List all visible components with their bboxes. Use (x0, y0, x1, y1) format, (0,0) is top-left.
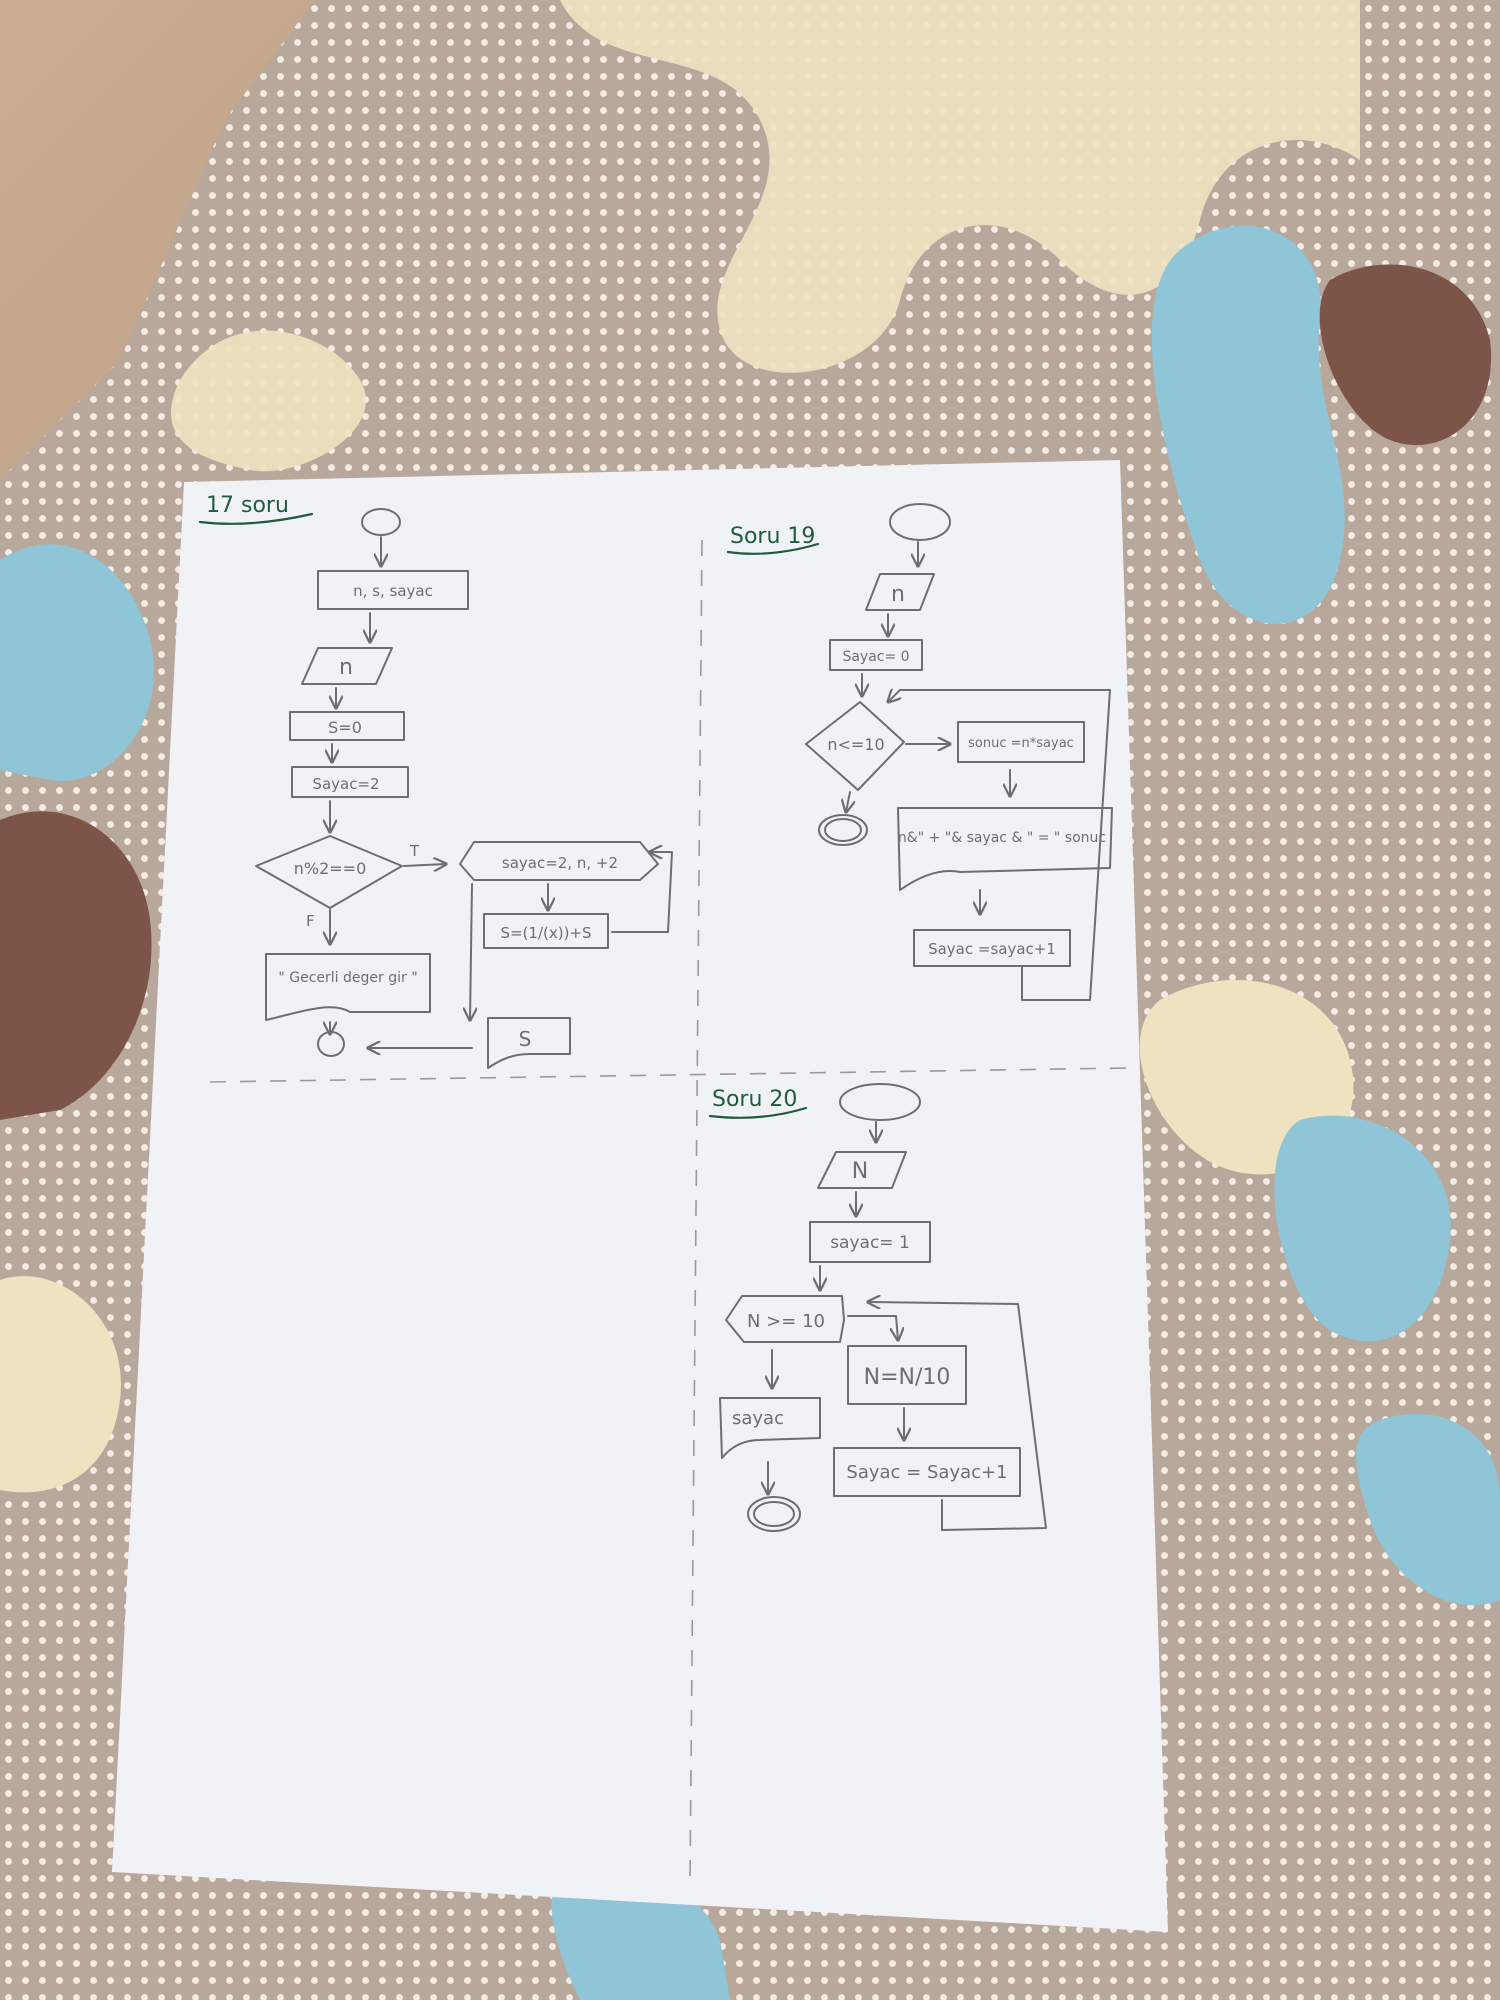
q19-init-box (829, 639, 923, 671)
q19-end-terminal-inner (824, 818, 862, 842)
q17-start-terminal (361, 508, 401, 536)
q20-increment-text: Sayac = Sayac+1 (846, 1462, 1007, 1483)
q17-loop-exit-arrow (470, 883, 472, 1020)
q20-end-terminal (747, 1496, 801, 1532)
q20-decision-hexagon (725, 1295, 845, 1343)
q17-output-text: S (519, 1027, 532, 1051)
q19-increment-text: Sayac =sayac+1 (928, 940, 1056, 958)
q17-init-s-text: S=0 (328, 718, 362, 737)
q17-false-label: F (306, 912, 315, 930)
q20-title: Soru 20 (712, 1087, 797, 1112)
q20-output-document (719, 1397, 821, 1459)
q20-start-terminal (839, 1083, 921, 1121)
q17-title: 17 soru (206, 493, 289, 518)
q17-vars-text: n, s, sayac (353, 582, 433, 600)
q17-init-s-box (289, 711, 405, 741)
q19-title: Soru 19 (730, 524, 815, 549)
q17-decision-diamond (255, 835, 403, 909)
q20-increment-box (833, 1447, 1021, 1497)
q17-loop-hexagon (459, 841, 659, 881)
q17-title-underline (198, 512, 314, 525)
q20-divide-box (847, 1345, 967, 1405)
vertical-divider (689, 539, 703, 1881)
q20-input-text: N (852, 1159, 868, 1184)
flowchart-q19: Soru 19 n Sayac= 0 n<=10 sonuc =n*sayac (726, 503, 1113, 1001)
q19-increment-box (913, 929, 1071, 967)
q17-true-label: T (409, 842, 420, 860)
q20-input-parallelogram (817, 1151, 907, 1189)
q19-decision-diamond (805, 701, 905, 791)
q20-decision-text: N >= 10 (747, 1311, 825, 1332)
flowchart-q20: Soru 20 N sayac= 1 N >= 10 N=N/10 Say (708, 1083, 1047, 1532)
q17-body-text: S=(1/(x))+S (500, 924, 591, 942)
q19-calc-box (957, 721, 1085, 763)
q19-decision-text: n<=10 (827, 735, 884, 754)
q17-init-sayac-box (291, 766, 409, 798)
q17-error-text: " Gecerli deger gir " (278, 970, 417, 986)
q17-init-sayac-text: Sayac=2 (312, 775, 379, 793)
q19-loop-back-arrow (888, 690, 1111, 1001)
q17-input-parallelogram (301, 647, 393, 685)
q17-loop-text: sayac=2, n, +2 (502, 854, 618, 872)
q19-output-document (897, 807, 1113, 891)
q20-init-text: sayac= 1 (830, 1233, 910, 1253)
q20-init-box (809, 1221, 931, 1263)
q19-calc-text: sonuc =n*sayac (968, 736, 1074, 751)
q20-output-text: sayac (732, 1408, 784, 1429)
q20-divide-text: N=N/10 (864, 1365, 951, 1390)
q17-input-text: n (339, 655, 353, 680)
q20-loop-back-arrow (868, 1302, 1047, 1531)
flowchart-q17: 17 soru n, s, sayac n S=0 Sayac=2 n%2==0 (198, 493, 673, 1069)
q17-output-document (487, 1017, 571, 1069)
q17-decision-text: n%2==0 (294, 859, 367, 878)
q19-title-underline (726, 542, 820, 555)
q17-end-terminal (317, 1031, 345, 1057)
q17-body-box (483, 913, 609, 949)
horizontal-divider (209, 1067, 1129, 1083)
q19-start-terminal (889, 503, 951, 541)
q20-end-terminal-inner (753, 1501, 795, 1527)
q17-error-document (265, 953, 431, 1021)
q17-vars-box (317, 570, 469, 610)
q19-input-text: n (891, 582, 905, 607)
paper-sheet (112, 460, 1168, 1932)
q19-init-text: Sayac= 0 (842, 649, 909, 665)
q19-input-parallelogram (865, 573, 935, 611)
q17-loop-back-arrow (611, 852, 673, 933)
q19-end-terminal (818, 814, 868, 846)
q19-output-text: n&" + "& sayac & " = " sonuc (898, 830, 1106, 846)
q20-title-underline (708, 1106, 808, 1119)
